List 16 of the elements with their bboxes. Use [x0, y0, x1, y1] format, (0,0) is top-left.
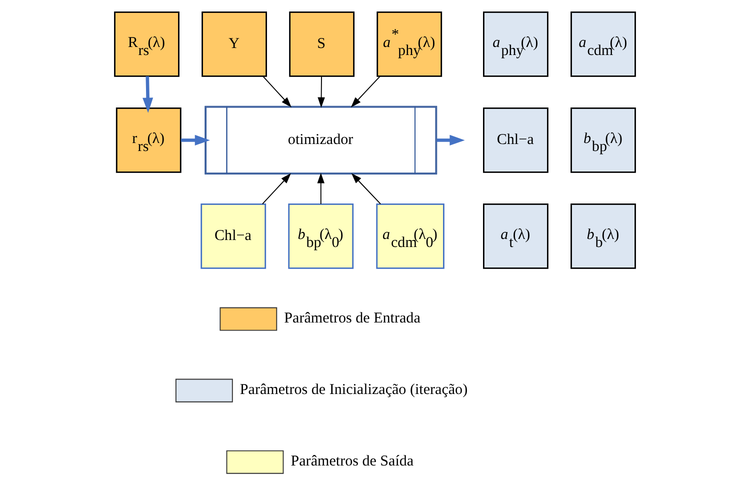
arrow — [317, 76, 324, 108]
arrow — [436, 134, 464, 146]
arrow — [262, 173, 290, 204]
arrow — [180, 134, 210, 146]
node-box: Chl−a — [482, 108, 548, 173]
node-box: Chl−a — [200, 204, 266, 269]
node-box: Y — [201, 12, 266, 77]
arrow — [350, 76, 380, 108]
arrow — [262, 76, 291, 108]
arrow — [350, 173, 381, 204]
legend-label: Parâmetros de Inicialização (iteração) — [239, 382, 468, 398]
arrow — [316, 172, 324, 204]
arrow — [142, 76, 153, 113]
legend-label: Parâmetros de Saída — [290, 454, 414, 470]
node-box: S — [288, 12, 354, 77]
legend-label: Parâmetros de Entrada — [284, 310, 420, 327]
